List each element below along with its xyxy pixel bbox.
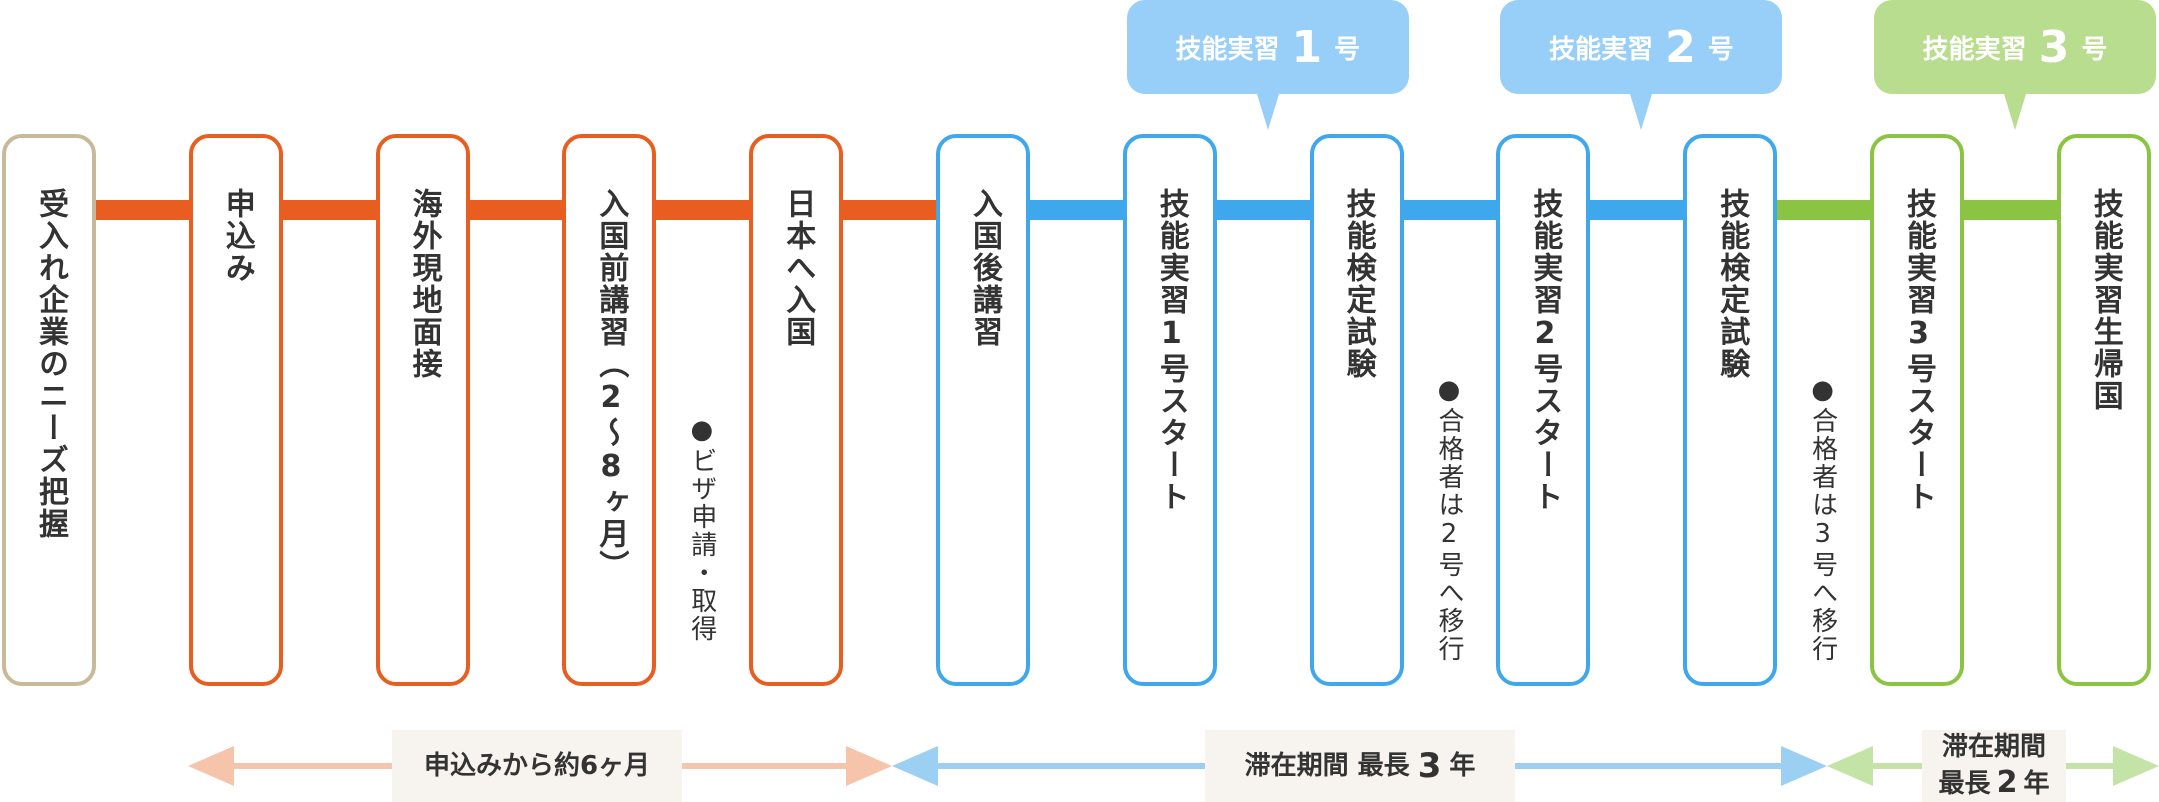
step-box: 技能実習生帰国 (2056, 134, 2151, 686)
callout-pointer (2004, 94, 2026, 130)
step-box: 技能検定試験 (1683, 134, 1778, 686)
arrow-head-right (1781, 746, 1827, 786)
callout-pointer (1630, 94, 1653, 130)
step-label: 申込み (219, 188, 255, 284)
step-box: 申込み (188, 134, 283, 686)
callout-suffix: 号 (1707, 34, 1734, 65)
callout-pointer (1256, 94, 1279, 130)
period-number: 2 (1996, 764, 2018, 800)
callout-number: 1 (1291, 21, 1323, 73)
period-text: 滞在期間 最長 (1244, 750, 1410, 781)
arrow-head-left (188, 746, 234, 786)
connector-line (1401, 200, 1499, 220)
period-unit: 年 (1449, 750, 1476, 781)
period-label: 申込みから約6ヶ月 (392, 730, 682, 802)
step-label: 入国前講習（2〜8ヶ月） (593, 188, 629, 582)
step-box: 入国後講習 (936, 134, 1030, 686)
arrow-head-left (892, 746, 938, 786)
callout-label: 技能実習 (1175, 34, 1280, 65)
connector-line (1028, 200, 1125, 220)
step-label: 海外現地面接 (406, 188, 442, 380)
step-box: 入国前講習（2〜8ヶ月） (562, 134, 657, 686)
step-box: 海外現地面接 (375, 134, 470, 686)
step-box: 技能実習2号スタート (1496, 134, 1591, 686)
arrow-head-right (846, 746, 892, 786)
step-label: 入国後講習 (967, 188, 1002, 348)
step-box: 技能実習1号スタート (1122, 134, 1217, 686)
connector-line (1588, 200, 1686, 220)
step-box: 技能検定試験 (1309, 134, 1404, 686)
connector-line (654, 200, 752, 220)
side-note: ●ビザ申請・取得 (686, 415, 717, 643)
step-box: 技能実習3号スタート (1870, 134, 1964, 686)
step-label: 技能実習生帰国 (2087, 188, 2123, 412)
period-text: 最長 (1938, 768, 1991, 799)
step-label: 技能検定試験 (1714, 188, 1750, 380)
arrow-head-left (1827, 746, 1873, 786)
side-note: ●合格者は2号へ移行 (1434, 375, 1464, 663)
step-label: 技能実習3号スタート (1901, 188, 1936, 513)
callout-label: 技能実習 (1922, 34, 2027, 65)
callout-suffix: 号 (2081, 34, 2108, 65)
period-text: 申込みから約6ヶ月 (423, 750, 651, 781)
side-note: ●合格者は3号へ移行 (1807, 375, 1838, 663)
connector-line (467, 200, 565, 220)
step-label: 技能検定試験 (1340, 188, 1376, 380)
callout-number: 2 (1665, 21, 1696, 73)
callout-number: 3 (2038, 21, 2070, 73)
connector-line (280, 200, 378, 220)
connector-line (94, 200, 191, 220)
step-label: 技能実習2号スタート (1527, 188, 1563, 513)
connector-line (841, 200, 938, 220)
step-label: 受入れ企業のニーズ把握 (33, 188, 68, 540)
callout-suffix: 号 (1334, 34, 1361, 65)
connector-line (1214, 200, 1312, 220)
step-box: 受入れ企業のニーズ把握 (2, 134, 96, 686)
arrow-head-right (2113, 746, 2159, 786)
connector-line (1775, 200, 1872, 220)
step-label: 技能実習1号スタート (1153, 188, 1189, 513)
period-line1: 滞在期間 (1941, 732, 2046, 762)
connector-line (1962, 200, 2059, 220)
period-unit: 年 (2023, 768, 2050, 799)
period-number: 3 (1417, 745, 1442, 786)
step-box: 日本へ入国 (749, 134, 844, 686)
step-label: 日本へ入国 (780, 188, 816, 348)
callout-label: 技能実習 (1549, 34, 1654, 65)
